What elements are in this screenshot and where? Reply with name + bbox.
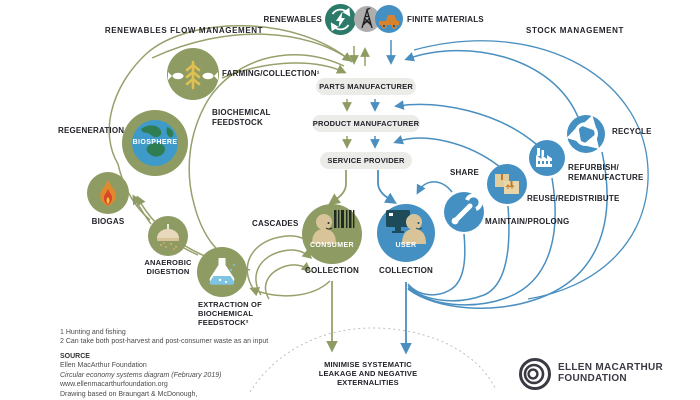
stock-management-heading: STOCK MANAGEMENT — [526, 26, 624, 35]
renewables-label: RENEWABLES — [263, 15, 322, 24]
renewables-flow-management-heading: RENEWABLES FLOW MANAGEMENT — [104, 26, 264, 35]
farming-collection-node — [167, 48, 219, 100]
refurbish-remanufacture-node — [529, 140, 565, 176]
service-provider-box: SERVICE PROVIDER — [320, 152, 412, 169]
finite-materials-label: FINITE MATERIALS — [407, 15, 484, 24]
maintain-prolong-node — [444, 192, 484, 232]
source-heading: SOURCE — [60, 353, 90, 360]
maintain-prolong-label: MAINTAIN/PROLONG — [485, 217, 570, 226]
user-monitor-icon — [386, 210, 426, 244]
parts-manufacturer-box: PARTS MANUFACTURER — [316, 78, 416, 95]
renewables-icon — [325, 4, 356, 35]
source-org: Ellen MacArthur Foundation — [60, 362, 147, 370]
emf-logo-icon — [518, 357, 552, 396]
reuse-redistribute-node — [487, 164, 527, 204]
extraction-label: EXTRACTION OF BIOCHEMICAL FEEDSTOCK² — [198, 300, 262, 327]
footnote-2: 2 Can take both post-harvest and post-co… — [60, 338, 269, 346]
user-label: USER — [395, 242, 417, 249]
regeneration-label: REGENERATION — [58, 126, 125, 135]
factory-icon — [536, 148, 552, 167]
mining-truck-icon — [375, 5, 403, 33]
digester-dome-icon — [157, 224, 179, 250]
share-label: SHARE — [450, 168, 480, 177]
flame-icon — [100, 180, 116, 206]
consumer-collection-label: COLLECTION — [305, 266, 359, 275]
biogas-node — [87, 172, 129, 214]
footnote-1: 1 Hunting and fishing — [60, 329, 126, 336]
renewable-energy-icon — [330, 7, 351, 32]
biochemical-feedstock-label: BIOCHEMICAL FEEDSTOCK — [212, 108, 271, 127]
recycle-arrows-icon — [567, 115, 600, 149]
source-url[interactable]: www.ellenmacarthurfoundation.org — [60, 381, 168, 389]
extraction-node — [197, 247, 247, 297]
consumer-label: CONSUMER — [309, 242, 355, 249]
farming-collection-label: FARMING/COLLECTION¹ — [222, 69, 320, 78]
anaerobic-digestion-node — [148, 216, 188, 256]
footnotes: 1 Hunting and fishing 2 Can take both po… — [60, 328, 268, 347]
minimise-leakage-label: MINIMISE SYSTEMATIC LEAKAGE AND NEGATIVE… — [318, 360, 418, 387]
biosphere-label: BIOSPHERE — [132, 139, 178, 146]
wheat-and-fish-icon — [168, 60, 218, 90]
consumer-node: CONSUMER — [302, 204, 362, 264]
source-diagram-title: Circular economy systems diagram (Februa… — [60, 371, 222, 379]
boxes-icon — [495, 174, 519, 194]
consumer-barcode-icon — [312, 210, 355, 244]
product-manufacturer-box: PRODUCT MANUFACTURER — [312, 115, 420, 132]
source-block: SOURCE Ellen MacArthur Foundation Circul… — [60, 352, 221, 400]
reuse-redistribute-label: REUSE/REDISTRIBUTE — [527, 194, 620, 203]
recycle-label: RECYCLE — [612, 127, 652, 136]
recycle-node — [567, 115, 605, 153]
source-drawing-credit: Drawing based on Braungart & McDonough, — [60, 390, 198, 398]
emf-logo-text: ELLEN MACARTHUR FOUNDATION — [558, 362, 664, 384]
user-collection-label: COLLECTION — [379, 266, 433, 275]
cascades-label: CASCADES — [252, 219, 299, 228]
refurbish-remanufacture-label: REFURBISH/ REMANUFACTURE — [568, 163, 644, 182]
biogas-label: BIOGAS — [91, 217, 125, 226]
flask-icon — [209, 258, 235, 285]
anaerobic-digestion-label: ANAEROBIC DIGESTION — [144, 258, 192, 276]
earth-globe-icon — [132, 120, 178, 166]
user-node: USER — [377, 204, 435, 262]
wrench-icon — [451, 193, 483, 225]
biosphere-node: BIOSPHERE — [122, 110, 188, 176]
